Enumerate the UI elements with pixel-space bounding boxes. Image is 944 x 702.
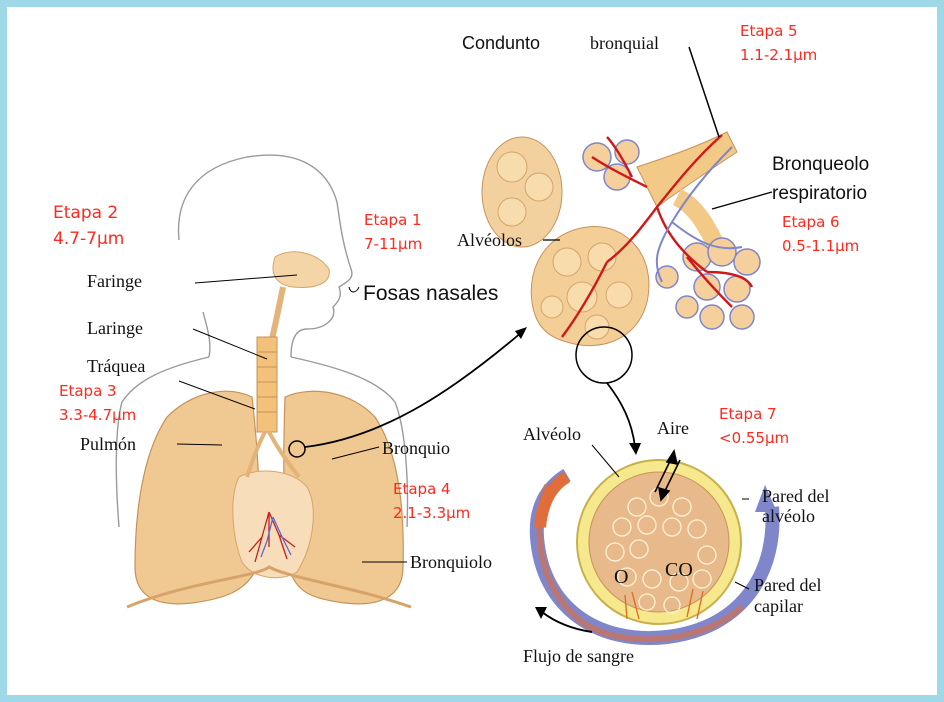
stage-6-label: Etapa 6 0.5-1.1µm [782,215,859,254]
zoom-arrow-2-head [629,443,641,455]
leader-bronqueolo [712,192,772,209]
stage-3-name: Etapa 3 [59,382,117,400]
stage-3-range: 3.3-4.7µm [59,408,136,423]
stage-6-range: 0.5-1.1µm [782,239,859,254]
head-outline [179,155,352,357]
leader-bronquial [689,47,719,137]
label-co2: CO [665,560,693,580]
label-bronquial: bronquial [590,34,659,52]
stage-2-label: Etapa 2 4.7-7µm [53,205,124,248]
stage-4-name: Etapa 4 [393,480,451,498]
stage-5-range: 1.1-2.1µm [740,48,817,63]
label-faringe: Faringe [87,272,142,290]
stage-7-label: Etapa 7 <0.55µm [719,407,789,446]
stage-5-label: Etapa 5 1.1-2.1µm [740,24,817,63]
label-alveolo: Alvéolo [523,425,581,443]
label-flujo-sangre: Flujo de sangre [523,647,634,665]
label-bronqueolo-2: respiratorio [772,184,867,203]
label-bronquio: Bronquio [382,439,450,457]
label-bronquiolo: Bronquiolo [410,553,492,571]
label-pulmon: Pulmón [80,435,136,453]
label-conducto: Condunto [462,34,540,52]
heart-area [233,471,314,578]
alveolus-cross-section [535,445,777,639]
label-bronqueolo-1: Bronqueolo [772,155,869,174]
stage-1-range: 7-11µm [364,237,422,252]
stage-2-name: Etapa 2 [53,203,118,223]
stage-1-label: Etapa 1 7-11µm [364,213,422,252]
stage-1-name: Etapa 1 [364,211,422,229]
stage-6-name: Etapa 6 [782,213,840,231]
label-pared-alveolo-1: Pared del [762,487,829,505]
stage-7-name: Etapa 7 [719,405,777,423]
label-laringe: Laringe [87,319,143,337]
label-aire: Aire [657,419,689,437]
label-alveolos: Alvéolos [457,231,522,249]
alveolus-interior [589,472,729,612]
stage-7-range: <0.55µm [719,431,789,446]
zoom-arrow-2 [607,383,635,447]
label-fosas-nasales: Fosas nasales [363,283,498,304]
label-traquea: Tráquea [87,357,145,375]
nasal-pharynx [269,252,329,352]
stage-4-label: Etapa 4 2.1-3.3µm [393,482,470,521]
label-pared-alveolo-2: alvéolo [762,507,815,525]
stage-2-range: 4.7-7µm [53,231,124,248]
leader-alveolo [592,445,619,477]
stage-4-range: 2.1-3.3µm [393,506,470,521]
label-pared-capilar-2: capilar [754,597,803,615]
stage-3-label: Etapa 3 3.3-4.7µm [59,384,136,423]
label-pared-capilar-1: Pared del [754,576,821,594]
label-o2: O [614,567,628,587]
flujo-arrow-head [535,607,547,619]
stage-5-name: Etapa 5 [740,22,798,40]
